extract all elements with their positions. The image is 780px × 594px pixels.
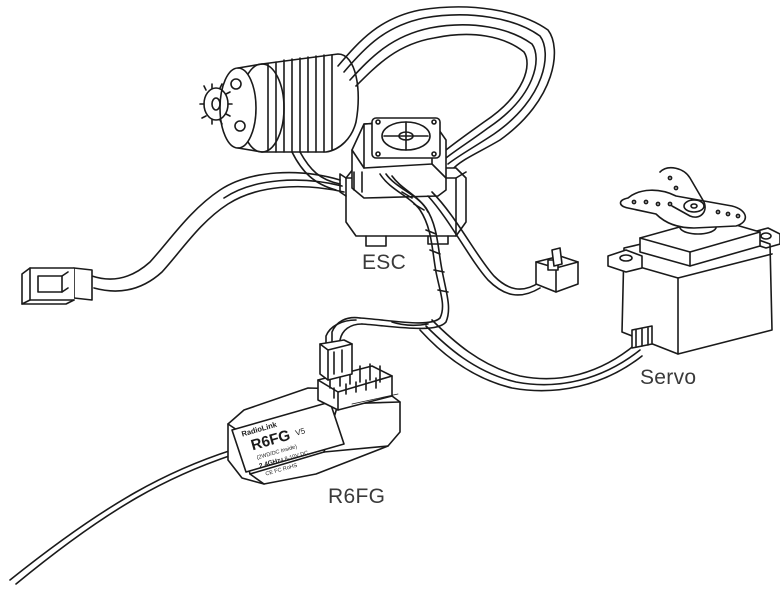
- esc-switch: [535, 247, 579, 293]
- antenna-wire: [9, 449, 233, 585]
- receiver-version: V5: [294, 426, 306, 438]
- esc-label: ESC: [362, 251, 407, 274]
- motor-wires: [337, 6, 556, 171]
- servo: [607, 166, 780, 355]
- battery-lead: [21, 171, 345, 305]
- motor: [199, 53, 359, 191]
- esc-switch-wire: [427, 191, 541, 296]
- receiver-label: R6FG: [328, 485, 386, 508]
- servo-wire: [391, 319, 643, 392]
- esc-body: [339, 117, 467, 247]
- servo-label: Servo: [640, 366, 697, 389]
- esc-signal-wire: [325, 173, 450, 345]
- receiver: [227, 339, 401, 485]
